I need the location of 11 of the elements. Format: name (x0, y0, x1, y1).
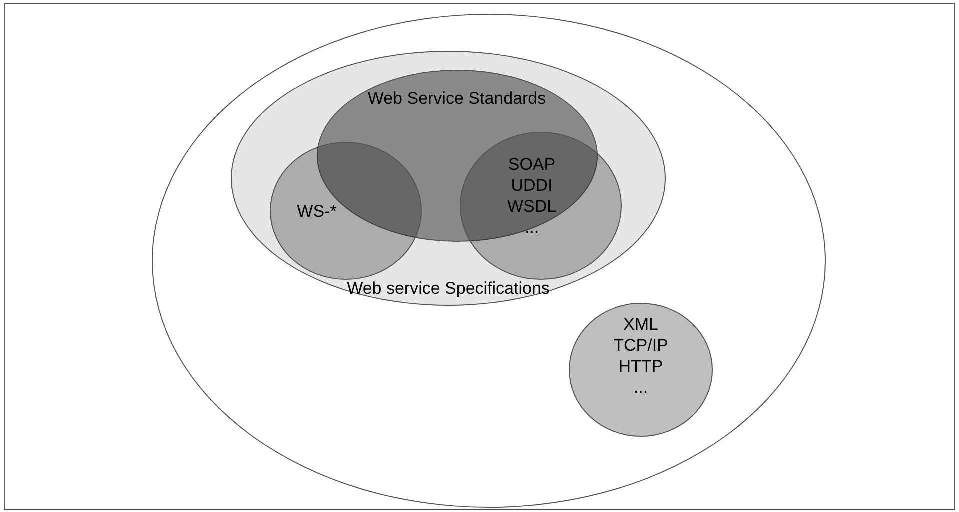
node-label: WSDL (507, 196, 557, 217)
node-label: WS-* (297, 201, 337, 222)
node-label: ... (524, 217, 540, 238)
node-label: TCP/IP (614, 335, 668, 356)
node-label: ... (634, 377, 648, 398)
node-label: XML (624, 314, 658, 335)
node-label: HTTP (618, 356, 664, 377)
node-label: Web Service Standards (368, 88, 546, 109)
node-label: Web service Specifications (347, 278, 550, 299)
node-label: UDDI (511, 175, 553, 196)
node-label: SOAP (508, 154, 556, 175)
